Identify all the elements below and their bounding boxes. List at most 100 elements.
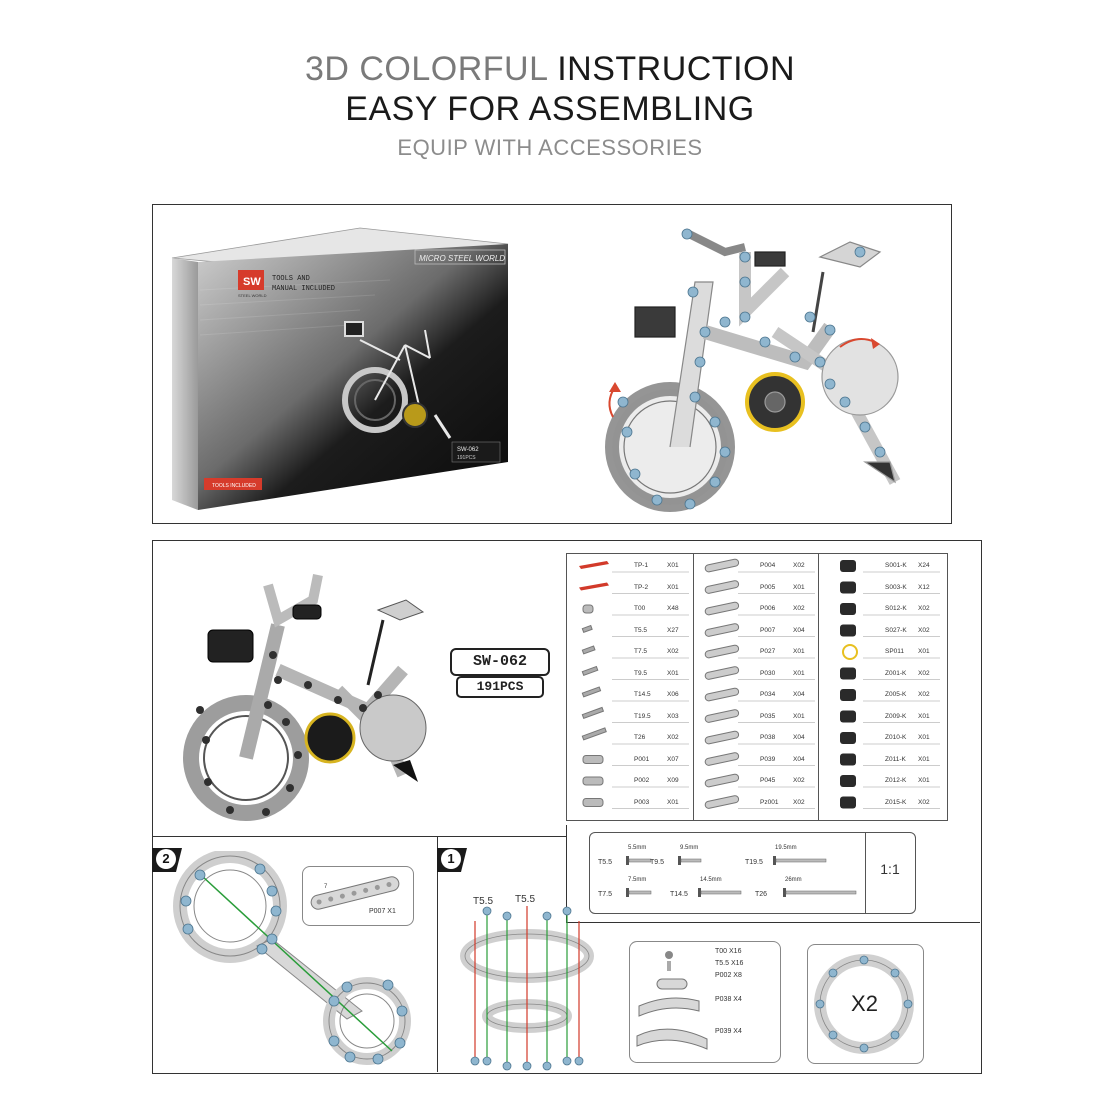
heading-line-1: 3D COLORFUL INSTRUCTION (0, 50, 1100, 89)
screw-code: T26 (755, 891, 768, 898)
screw-code: T19.5 (745, 859, 763, 866)
part-icon (840, 796, 856, 809)
part-quantity: X01 (918, 755, 930, 763)
screw-icons (626, 856, 857, 897)
step-1-part-label: P038 X4 (715, 996, 742, 1003)
part-code: P038 (760, 734, 776, 741)
sw-logo (238, 270, 264, 290)
part-quantity: X48 (667, 605, 679, 612)
divider-vertical-step (437, 836, 438, 1072)
part-quantity: X02 (793, 562, 805, 569)
part-icon (581, 665, 599, 677)
part-quantity: X04 (793, 691, 805, 698)
step-1-part-label: P039 X4 (715, 1028, 742, 1035)
part-code: P034 (760, 691, 776, 698)
part-code: T7.5 (634, 648, 648, 655)
part-code: P003 (634, 798, 650, 806)
logo-text: SW (243, 276, 261, 288)
part-code: Z010-K (885, 734, 907, 741)
colored-bike-render (605, 228, 901, 512)
part-icon (842, 644, 858, 660)
part-icon (581, 624, 593, 634)
step-1-diagram (460, 906, 594, 1071)
part-code: Z001-K (885, 669, 907, 677)
screw-length: 26mm (785, 877, 802, 883)
screw-head (626, 856, 629, 865)
step-1-ring-icon (814, 954, 914, 1054)
part-icon (704, 601, 740, 616)
screw-shaft (700, 890, 742, 895)
screw-length: 19.5mm (775, 845, 797, 851)
part-icon (704, 558, 740, 573)
screw-head (626, 888, 629, 897)
screw-shaft (628, 858, 652, 863)
part-code: P007 (760, 626, 776, 634)
part-icon (581, 686, 602, 698)
part-icon (840, 581, 856, 594)
part-quantity: X04 (793, 626, 805, 634)
screw-shaft (628, 890, 652, 895)
p007-part-icon (310, 876, 400, 910)
divider-horizontal (152, 836, 566, 837)
screw-shaft (775, 858, 827, 863)
screw-head (773, 856, 776, 865)
screw-head (698, 888, 701, 897)
part-icon (581, 645, 596, 655)
tools-line-1: TOOLS AND (272, 275, 310, 283)
part-icon (582, 776, 604, 786)
part-code: Pz001 (760, 798, 779, 806)
part-icon (840, 689, 856, 701)
part-quantity: X01 (793, 669, 805, 677)
part-code: T26 (634, 734, 646, 741)
part-code: Z015-K (885, 798, 907, 806)
part-icon (704, 644, 740, 659)
part-quantity: X02 (667, 734, 679, 741)
part-quantity: X01 (918, 712, 930, 720)
part-icon (704, 752, 740, 766)
heading-dark-text: INSTRUCTION (557, 50, 796, 88)
step-1-label-a: T5.5 (473, 896, 494, 907)
part-icon (840, 775, 856, 787)
step-1-multiplier-text: X2 (851, 991, 878, 1016)
part-icon (704, 666, 740, 680)
part-quantity: X02 (918, 669, 930, 677)
part-code: S001-K (885, 562, 907, 569)
part-quantity: X09 (667, 777, 679, 784)
badge-model-text: SW-062 (450, 648, 550, 676)
part-code: Z011-K (885, 755, 906, 763)
part-quantity: X02 (793, 777, 805, 784)
part-quantity: X03 (667, 712, 679, 720)
part-icon (704, 623, 740, 637)
assembled-bike-render (183, 574, 427, 821)
part-code: P039 (760, 755, 776, 763)
part-code: Z012-K (885, 777, 907, 784)
step-1-part-label: T00 X16 (715, 948, 742, 955)
part-icon (840, 560, 856, 572)
part-quantity: X04 (793, 755, 805, 763)
divider-vertical-chart (566, 825, 567, 922)
part-code: TP-1 (634, 562, 649, 569)
p007-callout-text: P007 X1 (369, 908, 396, 915)
step-1-part-label: T5.5 X16 (715, 960, 744, 967)
model-badge: SW-062 191PCS (450, 648, 550, 698)
part-icon (704, 730, 740, 745)
part-code: P001 (634, 755, 650, 763)
part-code: P030 (760, 669, 776, 677)
part-quantity: X24 (918, 562, 930, 569)
part-quantity: X01 (793, 583, 805, 591)
part-icon (840, 732, 856, 744)
logo-sub-text: STEEL WORLD (238, 293, 267, 298)
step-2-number-text: 2 (156, 849, 176, 869)
screw-length: 9.5mm (680, 845, 699, 851)
parts-icons (579, 558, 940, 809)
part-icon (840, 753, 856, 766)
part-icon (840, 603, 856, 615)
part-icon (840, 667, 856, 680)
heading-light-text: 3D COLORFUL (304, 50, 548, 88)
part-code: TP-2 (634, 583, 649, 591)
screw-head (678, 856, 681, 865)
part-quantity: X01 (667, 798, 679, 806)
heading-line-3: EQUIP WITH ACCESSORIES (397, 135, 703, 160)
screw-code: T14.5 (670, 891, 688, 898)
